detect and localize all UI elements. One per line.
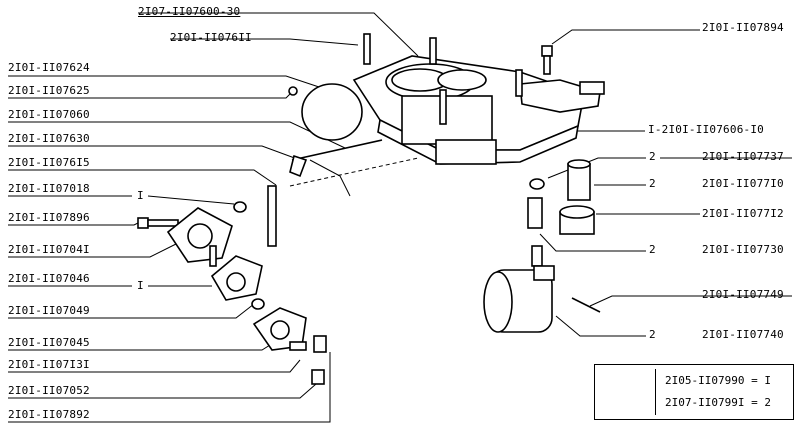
qty-right-3: 2 [649,150,656,163]
part-label-right-5: 2I0I-II077I2 [702,207,784,220]
part-label-left-14: 2I0I-II07052 [8,384,90,397]
small-parts-left [137,83,383,247]
qty-left-7: I [137,189,144,202]
part-label-left-12: 2I0I-II07045 [8,336,90,349]
part-label-left-9: 2I0I-II0704I [8,243,90,256]
part-label-right-2: I-2I0I-II07606-I0 [648,123,764,136]
part-label-right-7: 2I0I-II07749 [702,288,784,301]
part-label-right-4: 2I0I-II077I0 [702,177,784,190]
repair-kit-box: 2I05-II07990 = I 2I07-II0799I = 2 [594,364,794,420]
part-label-right-8: 2I0I-II07740 [702,328,784,341]
part-label-left-6: 2I0I-II076I5 [8,156,90,169]
kit-line-2: 2I07-II0799I = 2 [665,396,771,409]
leader-lines [8,12,792,423]
qty-left-10: I [137,279,144,292]
small-parts-right [483,159,601,333]
part-label-left-15: 2I0I-II07892 [8,408,90,421]
part-label-left-4: 2I0I-II07060 [8,108,90,121]
part-label-left-8: 2I0I-II07896 [8,211,90,224]
qty-right-6: 2 [649,243,656,256]
part-label-left-11: 2I0I-II07049 [8,304,90,317]
part-label-right-3: 2I0I-II07737 [702,150,784,163]
kit-line-1: 2I05-II07990 = I [665,374,771,387]
qty-right-4: 2 [649,177,656,190]
accelerator-pump-group [166,207,327,385]
part-label-left-1: 2I0I-II076II [170,31,252,44]
carburettor-body [352,33,605,165]
part-label-right-1: 2I0I-II07894 [702,21,784,34]
part-label-left-10: 2I0I-II07046 [8,272,90,285]
part-label-right-6: 2I0I-II07730 [702,243,784,256]
part-label-left-5: 2I0I-II07630 [8,132,90,145]
part-label-top: 2I07-II07600-30 [138,5,241,18]
kit-divider [655,369,656,415]
part-label-left-2: 2I0I-II07624 [8,61,90,74]
part-label-left-7: 2I0I-II07018 [8,182,90,195]
part-label-left-13: 2I0I-II07I3I [8,358,90,371]
qty-right-8: 2 [649,328,656,341]
part-label-left-3: 2I0I-II07625 [8,84,90,97]
